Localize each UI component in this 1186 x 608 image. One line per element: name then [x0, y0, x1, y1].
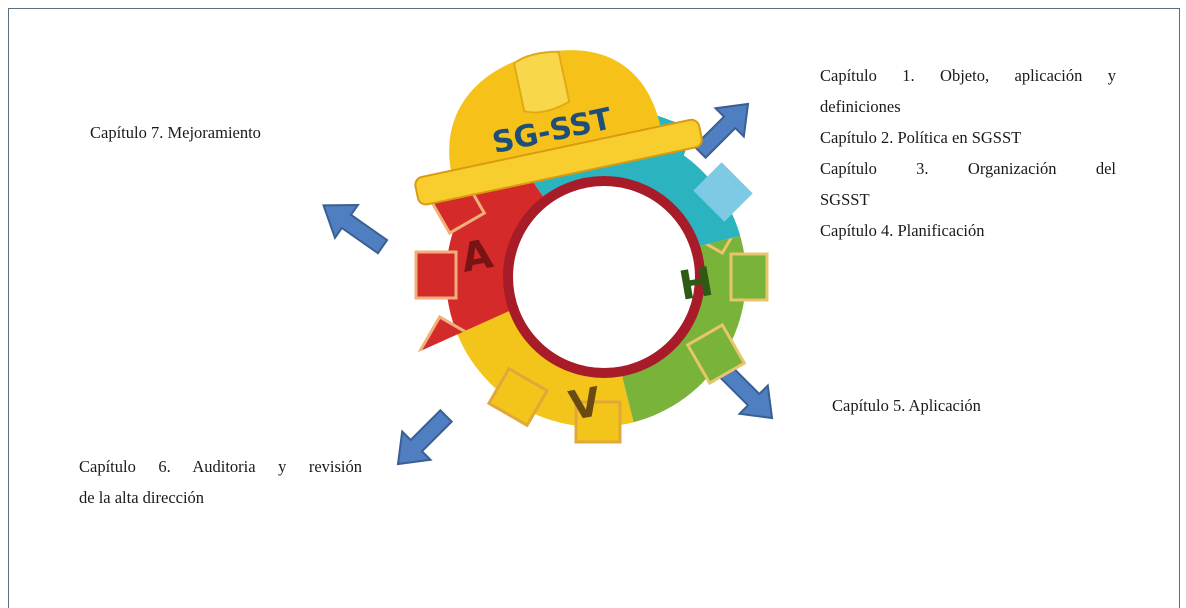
chapter-6-label: Capítulo 6. Auditoria y revisión de la a… — [79, 451, 362, 513]
chapter-6-line-2: de la alta dirección — [79, 488, 205, 507]
chapter-3-line-2: SGSST — [820, 190, 870, 209]
chapter-3-line-1: Capítulo 3. Organización del — [820, 159, 1116, 178]
chapter-6-line-1: Capítulo 6. Auditoria y revisión — [79, 457, 362, 476]
chapter-2-label: Capítulo 2. Política en SGSST — [820, 128, 1022, 147]
chapters-1-4-list: Capítulo 1. Objeto, aplicación y definic… — [820, 60, 1116, 246]
chapter-4-label: Capítulo 4. Planificación — [820, 221, 985, 240]
chapter-7-label: Capítulo 7. Mejoramiento — [90, 123, 261, 142]
chapter-1-line-2: definiciones — [820, 97, 901, 116]
chapter-5-label: Capítulo 5. Aplicación — [832, 396, 981, 415]
h-label: H — [676, 259, 717, 310]
chapter-1-line-1: Capítulo 1. Objeto, aplicación y — [820, 66, 1116, 85]
arrow-up-right-icon — [692, 102, 750, 160]
helmet-icon: SG-SST — [414, 50, 703, 206]
arrow-up-left-icon — [322, 204, 389, 255]
figure-frame — [8, 8, 1180, 608]
phva-gear-diagram: A H V P SG-SST — [414, 50, 769, 444]
arrow-down-left-icon — [396, 408, 454, 466]
arrow-down-right-icon — [716, 362, 774, 420]
